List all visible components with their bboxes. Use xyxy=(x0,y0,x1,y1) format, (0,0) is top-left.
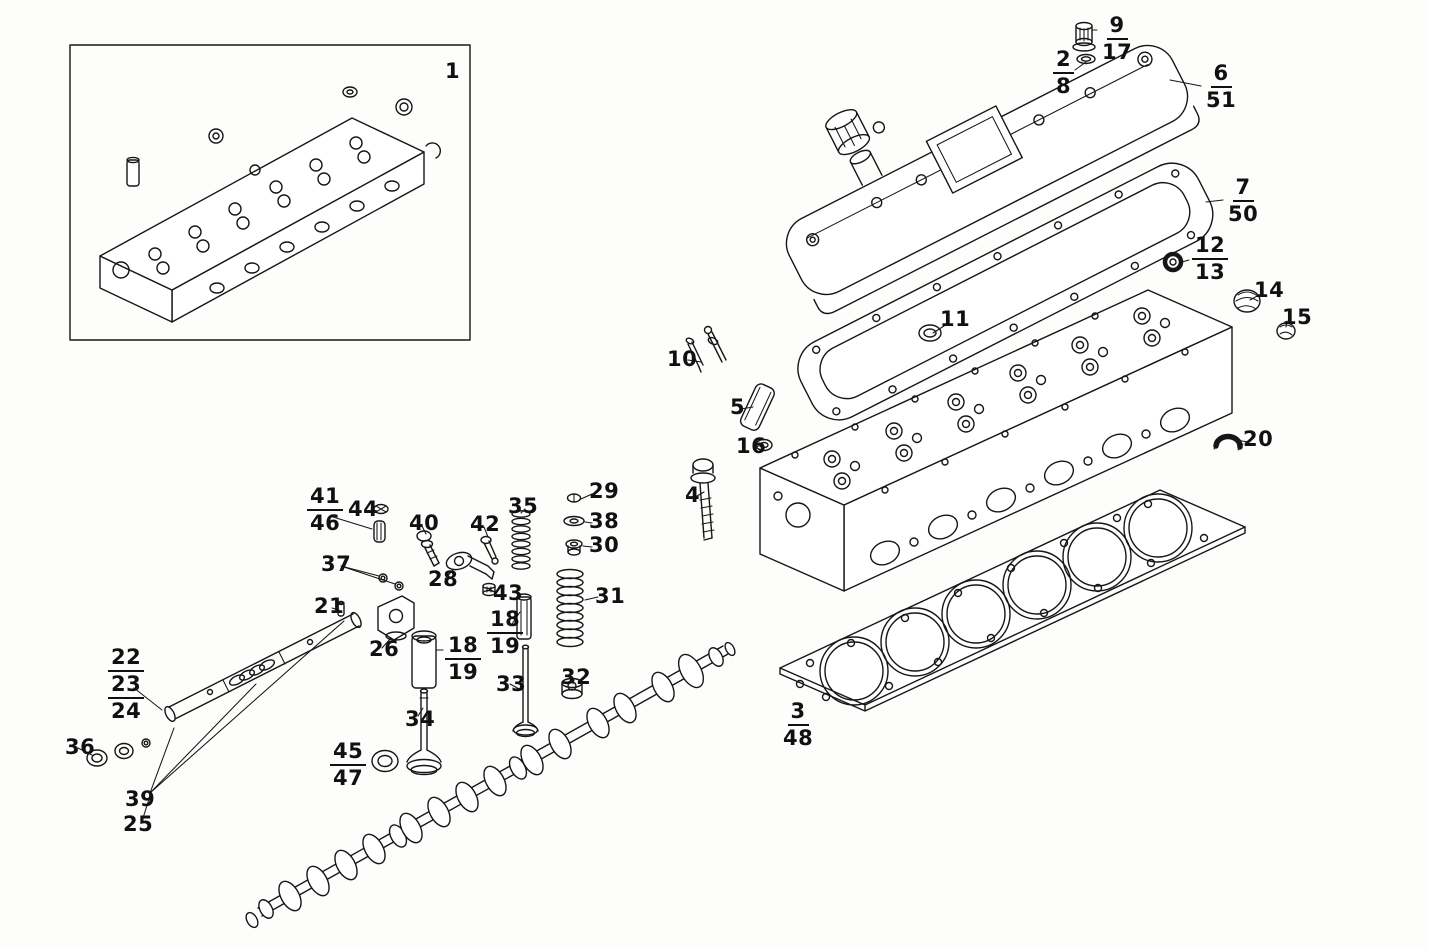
glow-plug-10 xyxy=(685,325,727,373)
cup-plug-15 xyxy=(1276,322,1296,340)
rocker-pedestal-26 xyxy=(377,595,415,641)
spring-seat-32 xyxy=(561,677,583,700)
injector-sleeve-5 xyxy=(739,383,775,431)
grommet-12-13 xyxy=(1162,251,1184,273)
rocker-shaft xyxy=(164,611,362,723)
breather-cap-and-washer xyxy=(1072,21,1096,65)
stem-seal-30 xyxy=(565,539,583,556)
valve-guide-18-19-b xyxy=(411,630,437,689)
oil-filler-cap xyxy=(825,109,886,186)
lifting-hook-20 xyxy=(1213,433,1244,451)
shaft-washers-36-23 xyxy=(86,738,151,767)
camshaft xyxy=(245,641,736,929)
valve-cover-gasket xyxy=(797,162,1214,421)
adjusting-screw-42 xyxy=(480,535,499,565)
sleeve-washer-16 xyxy=(755,438,773,452)
cup-plug-14 xyxy=(1233,289,1261,313)
head-gasket xyxy=(779,489,1246,712)
seal-washer-11 xyxy=(918,324,942,342)
lock-washer-44 xyxy=(373,503,389,515)
valve-spring-35 xyxy=(511,510,531,570)
valve-collets-29 xyxy=(566,493,582,503)
leader-lines xyxy=(77,29,1288,819)
stud-41-46 xyxy=(373,520,386,543)
inset-assembled-head xyxy=(69,44,471,341)
valve-spring-31 xyxy=(556,568,584,648)
valve-cover xyxy=(785,44,1200,315)
cylinder-head xyxy=(759,289,1233,592)
bolt-40 xyxy=(416,530,440,567)
head-bolt-4 xyxy=(690,458,716,541)
rocker-arm-28 xyxy=(445,551,495,580)
valve-33 xyxy=(512,644,539,738)
washers-37 xyxy=(378,573,404,591)
seal-ring-45-47 xyxy=(371,749,399,773)
spring-retainer-38 xyxy=(563,515,585,527)
valve-34 xyxy=(406,688,442,776)
valve-guide-18-19 xyxy=(516,593,532,640)
dowel-pin-21 xyxy=(337,600,345,617)
